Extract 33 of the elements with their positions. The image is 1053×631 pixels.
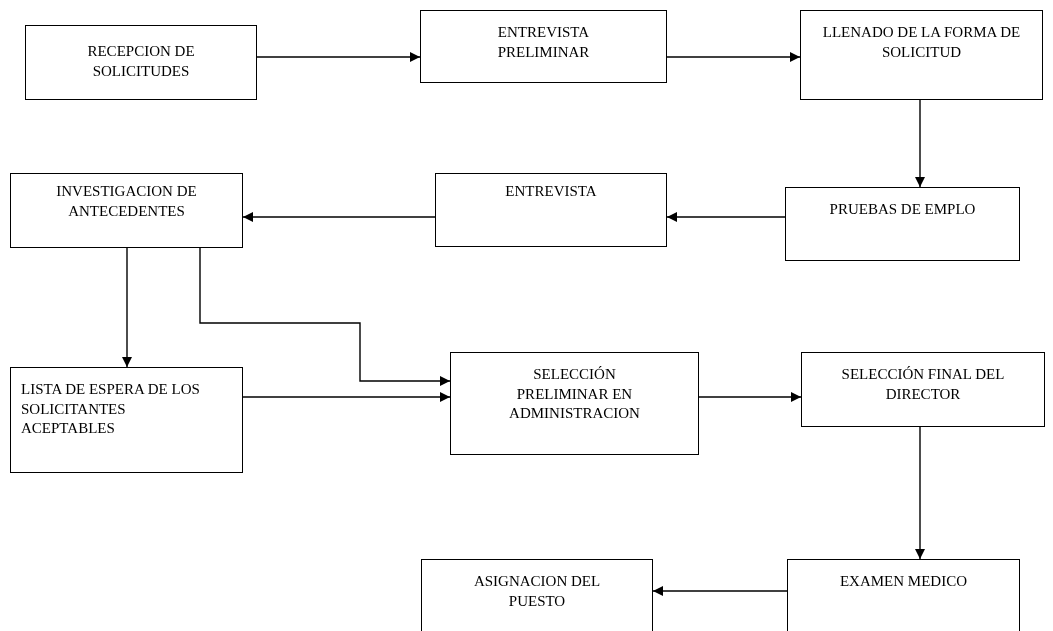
process-box [801, 352, 1045, 427]
process-box [10, 367, 243, 473]
box-label: ENTREVISTA [504, 182, 598, 201]
arrow [256, 52, 421, 62]
box-label: RECEPCION DE SOLICITUDES [86, 42, 196, 81]
arrow [698, 392, 802, 402]
box-label: ASIGNACION DEL PUESTO [472, 572, 602, 611]
arrow [666, 52, 801, 62]
process-box [800, 10, 1043, 100]
process-box [787, 559, 1020, 631]
box-label: SELECCIÓN PRELIMINAR EN ADMINISTRACION [508, 365, 641, 423]
process-box [420, 10, 667, 83]
process-box [25, 25, 257, 100]
process-box [421, 559, 653, 631]
box-label: EXAMEN MEDICO [838, 572, 969, 591]
arrow [915, 426, 925, 560]
arrow [122, 247, 132, 368]
box-label: LISTA DE ESPERA DE LOS SOLICITANTES ACEPTABLES [21, 380, 201, 438]
box-label: LLENADO DE LA FORMA DE SOLICITUD [821, 23, 1022, 62]
box-label: PRUEBAS DE EMPLO [828, 200, 977, 219]
arrow [242, 212, 436, 222]
arrow [242, 392, 451, 402]
process-box [450, 352, 699, 455]
box-label: INVESTIGACION DE ANTECEDENTES [55, 182, 198, 221]
box-label: SELECCIÓN FINAL DEL DIRECTOR [840, 365, 1006, 404]
process-box [435, 173, 667, 247]
arrow [199, 247, 451, 386]
arrow [915, 99, 925, 188]
arrow [666, 212, 786, 222]
box-label: ENTREVISTA PRELIMINAR [496, 23, 591, 62]
process-box [785, 187, 1020, 261]
arrow [652, 586, 788, 596]
process-box [10, 173, 243, 248]
